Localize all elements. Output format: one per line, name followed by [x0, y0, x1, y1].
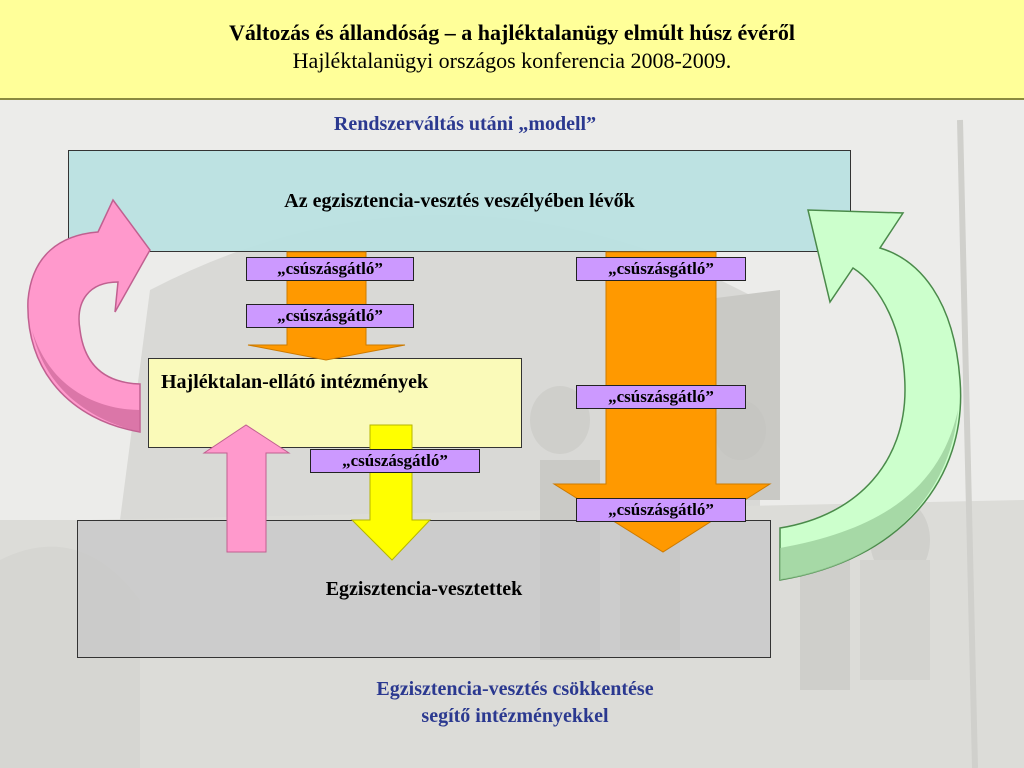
label-csuszasgatlo-2: „csúszásgátló”	[576, 257, 746, 281]
slide-header: Változás és állandóság – a hajléktalanüg…	[0, 0, 1024, 100]
pink-curved-arrow-left	[27, 198, 151, 433]
label-csuszasgatlo-4: „csúszásgátló”	[576, 385, 746, 409]
footer-caption: Egzisztencia-vesztés csökkentése segítő …	[300, 676, 730, 730]
slide-subtitle: Hajléktalanügyi országos konferencia 200…	[292, 48, 732, 73]
box-homeless-services: Hajléktalan-ellátó intézmények	[148, 358, 522, 448]
box-at-risk: Az egzisztencia-vesztés veszélyében lévő…	[68, 150, 851, 252]
label-csuszasgatlo-1: „csúszásgátló”	[246, 257, 414, 281]
green-curved-arrow-right	[779, 209, 962, 581]
yellow-arrow-mid-to-bottom	[350, 424, 432, 561]
label-csuszasgatlo-6: „csúszásgátló”	[576, 498, 746, 522]
model-title: Rendszerváltás utáni „modell”	[333, 113, 597, 135]
footer-line-1: Egzisztencia-vesztés csökkentése	[376, 678, 654, 700]
slide-title: Változás és állandóság – a hajléktalanüg…	[229, 20, 795, 45]
pink-arrow-bottom-to-mid	[202, 424, 291, 553]
box-lost-existence-label: Egzisztencia-vesztettek	[325, 577, 523, 600]
box-homeless-services-label: Hajléktalan-ellátó intézmények	[161, 371, 429, 393]
footer-line-2: segítő intézményekkel	[421, 705, 609, 727]
label-csuszasgatlo-5: „csúszásgátló”	[310, 449, 480, 473]
box-at-risk-label: Az egzisztencia-vesztés veszélyében lévő…	[284, 189, 635, 212]
label-csuszasgatlo-3: „csúszásgátló”	[246, 304, 414, 328]
